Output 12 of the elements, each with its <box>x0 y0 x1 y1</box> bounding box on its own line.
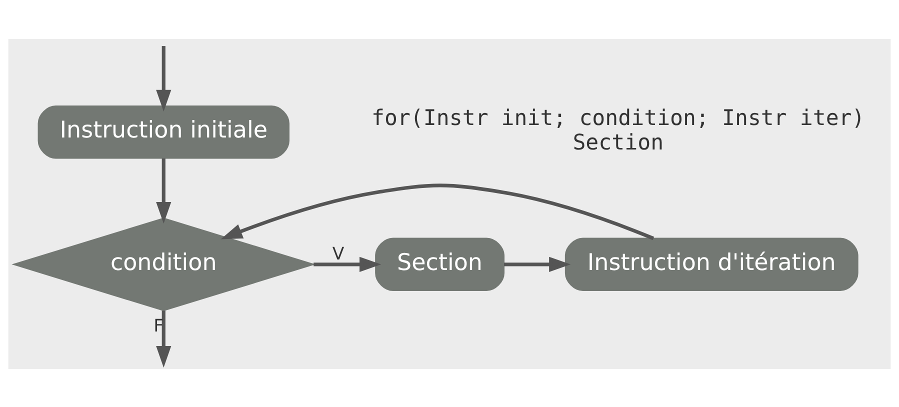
node-box: Instruction d'itération <box>564 237 858 291</box>
arrow <box>504 256 571 272</box>
arrow <box>156 46 172 111</box>
arrow <box>220 183 654 240</box>
label: for(Instr init; condition; Instr iter) <box>371 105 865 130</box>
node-box: Section <box>375 237 505 291</box>
arrow <box>314 256 382 272</box>
node-diamond: condition <box>12 217 316 311</box>
label: Section <box>572 130 664 155</box>
node-box: Instruction initiale <box>38 104 290 158</box>
arrow <box>156 158 172 224</box>
edge-label: V <box>332 244 344 264</box>
